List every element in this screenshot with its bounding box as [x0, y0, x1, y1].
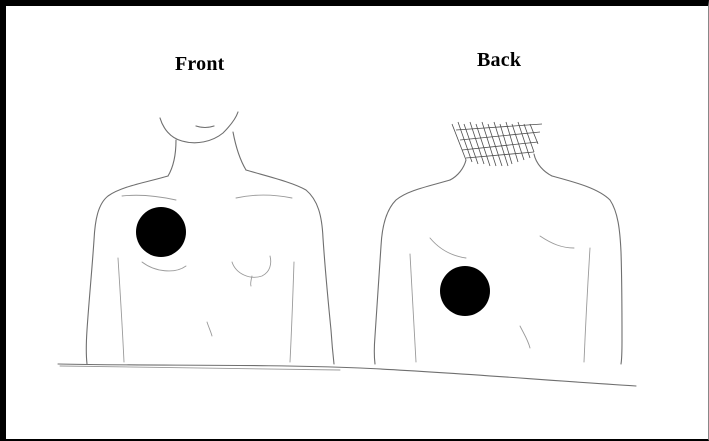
back-torso-outline [374, 122, 622, 364]
front-chest-marker [136, 207, 186, 257]
nape-hatching [452, 122, 542, 166]
front-torso-outline [86, 112, 334, 364]
back-midback-marker [440, 266, 490, 316]
